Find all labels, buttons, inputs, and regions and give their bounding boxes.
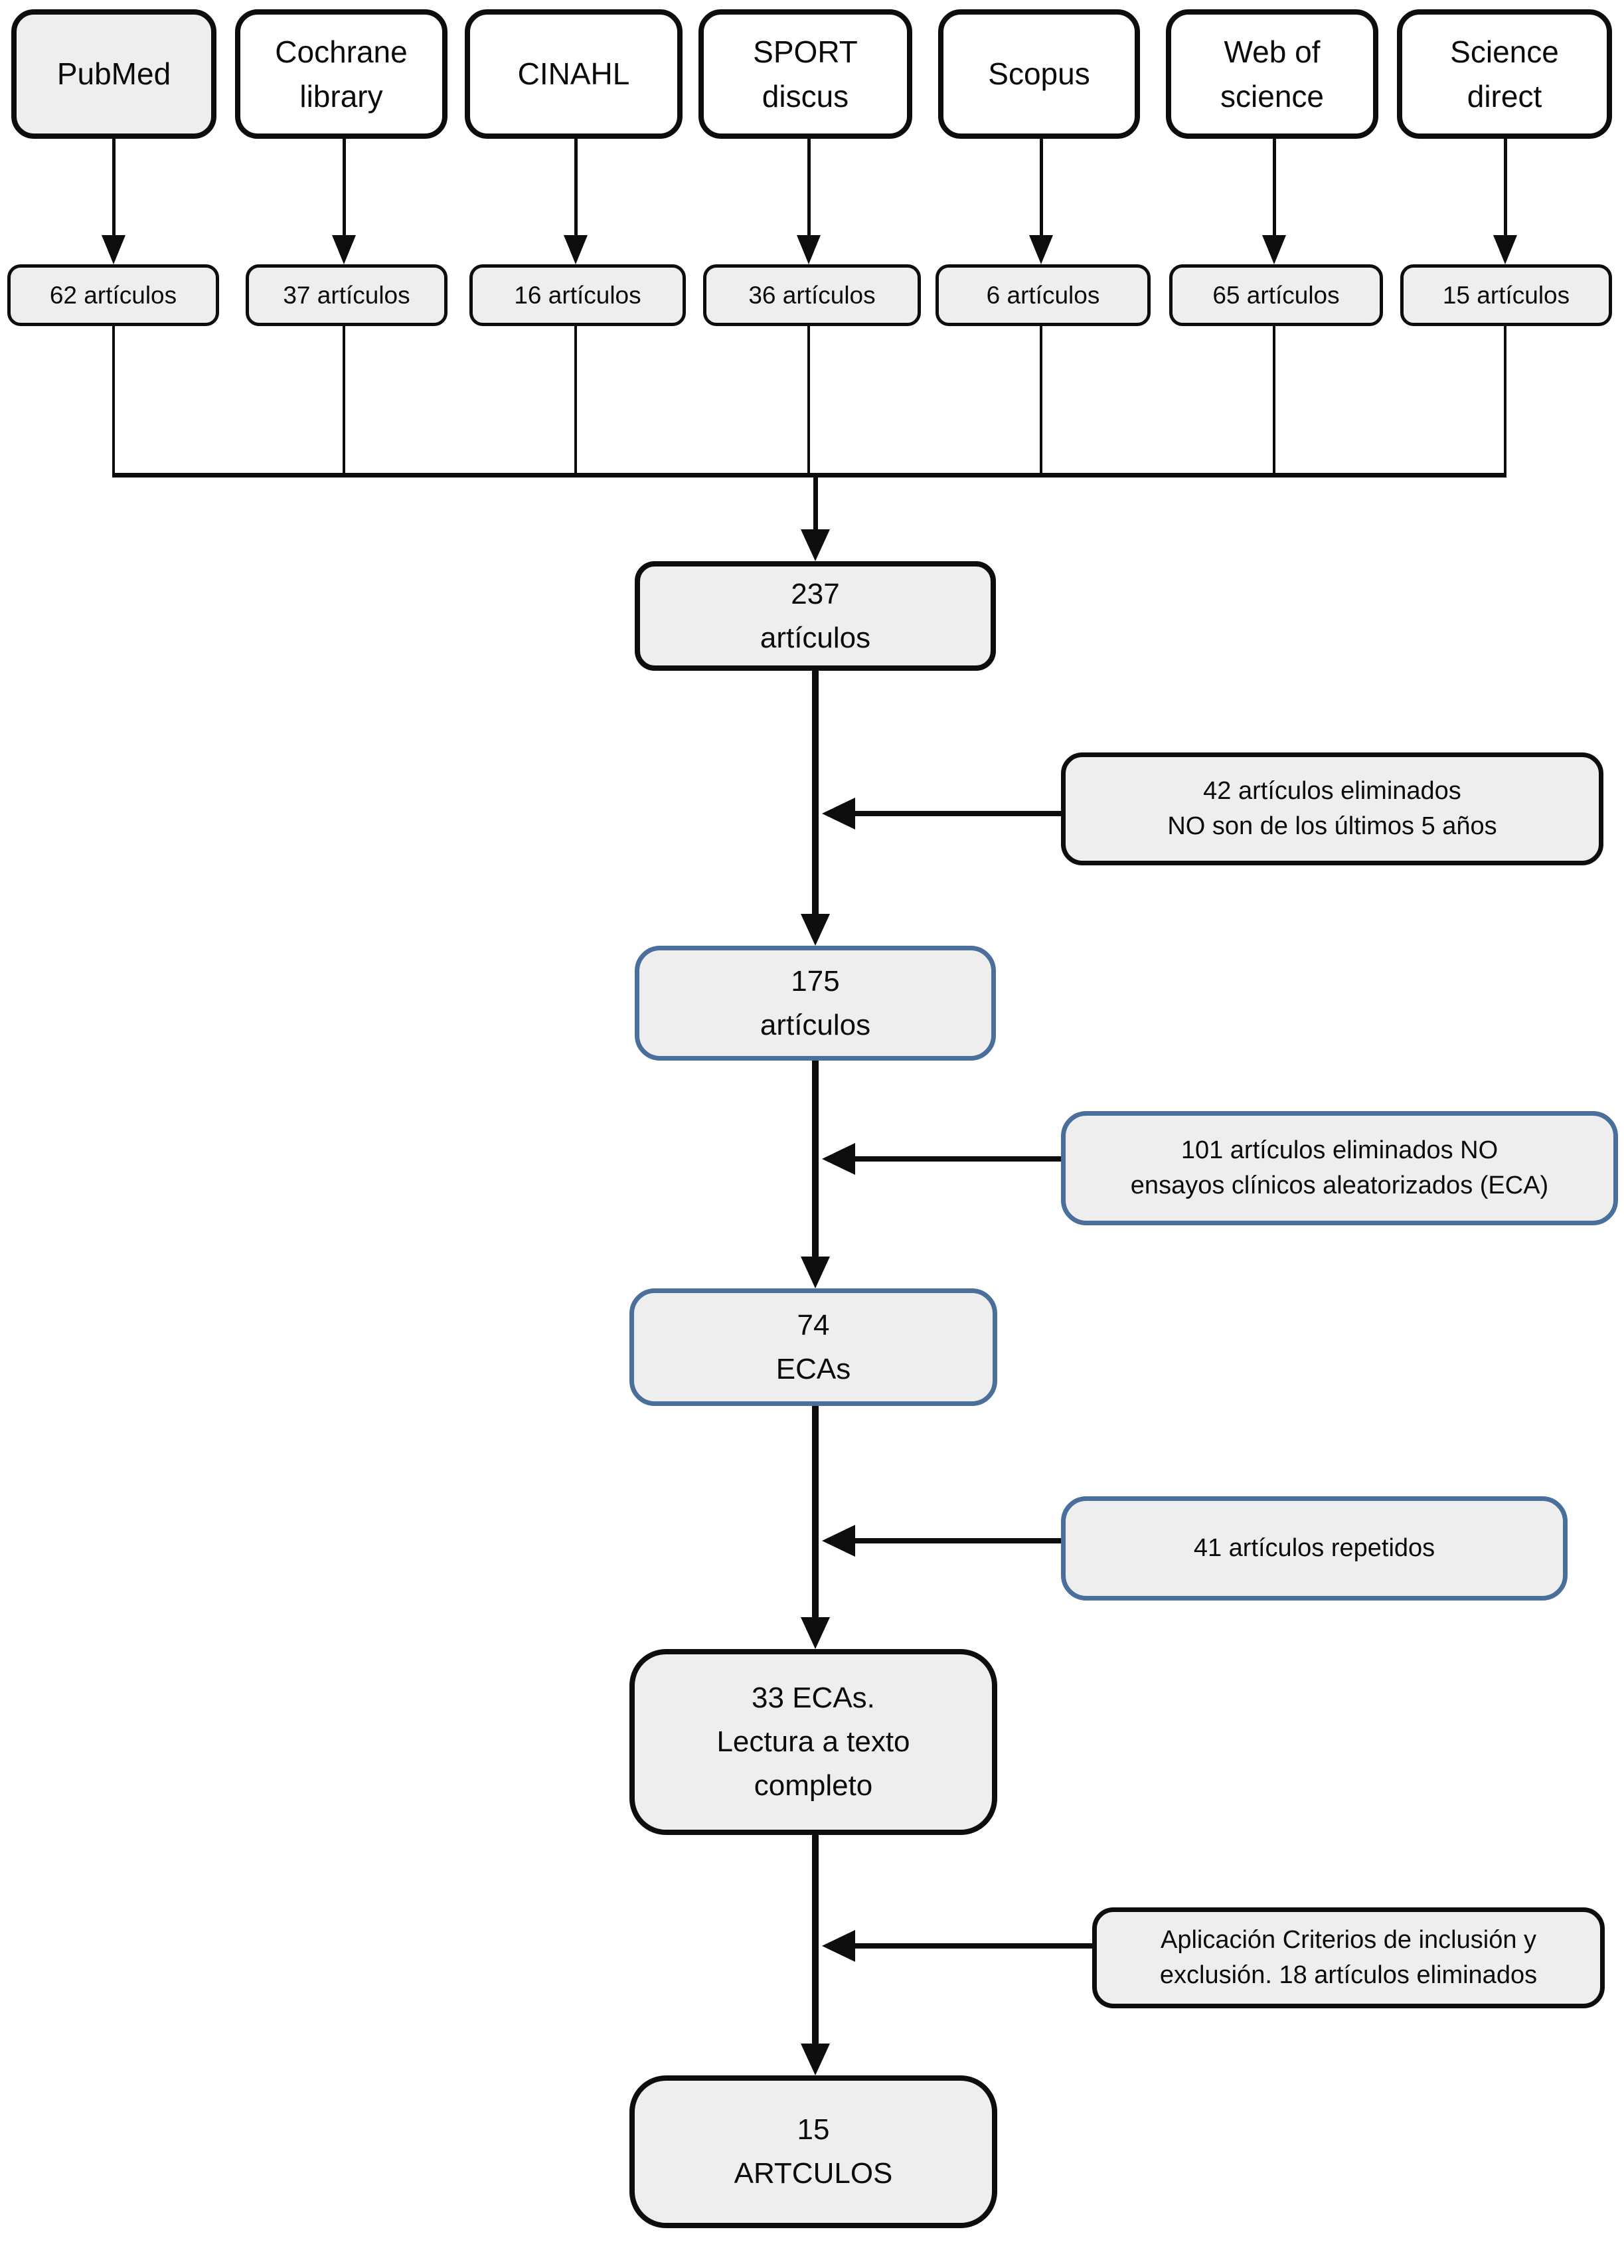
collector-stem-3 [574,326,577,478]
source-count-scopus: 6 artículos [935,264,1151,326]
source-count-science-direct: 15 artículos [1400,264,1612,326]
collector-stem-4 [807,326,810,478]
collector-line [112,473,1506,478]
exclusion-box-41-repetidos: 41 artículos repetidos [1061,1496,1568,1601]
collector-stem-6 [1273,326,1275,478]
stage-box-74-ecas: 74 ECAs [629,1288,997,1406]
source-box-cochrane-library: Cochrane library [235,9,447,139]
source-box-sport-discus: SPORT discus [698,9,912,139]
collector-stem-5 [1040,326,1042,478]
stage-box-175-articulos: 175 artículos [635,946,996,1061]
source-box-pubmed: PubMed [11,9,216,139]
source-count-web-of-science: 65 artículos [1169,264,1383,326]
exclusion-box-criterios: Aplicación Criterios de inclusión y excl… [1092,1907,1605,2008]
source-box-scopus: Scopus [938,9,1140,139]
source-count-pubmed: 62 artículos [7,264,219,326]
collector-stem-2 [343,326,345,478]
source-box-cinahl: CINAHL [465,9,683,139]
collector-stem-7 [1504,326,1506,478]
stage-box-15-articulos: 15 ARTCULOS [629,2075,997,2228]
source-box-web-of-science: Web of science [1166,9,1378,139]
source-count-sport-discus: 36 artículos [703,264,921,326]
exclusion-box-101-eliminados: 101 artículos eliminados NO ensayos clín… [1061,1111,1618,1225]
source-count-cinahl: 16 artículos [469,264,686,326]
stage-box-33-ecas: 33 ECAs. Lectura a texto completo [629,1649,997,1835]
stage-box-237-articulos: 237 artículos [635,561,996,671]
exclusion-box-42-eliminados: 42 artículos eliminados NO son de los úl… [1061,752,1603,865]
source-box-science-direct: Science direct [1397,9,1612,139]
collector-stem-1 [112,326,115,478]
source-count-cochrane: 37 artículos [246,264,447,326]
